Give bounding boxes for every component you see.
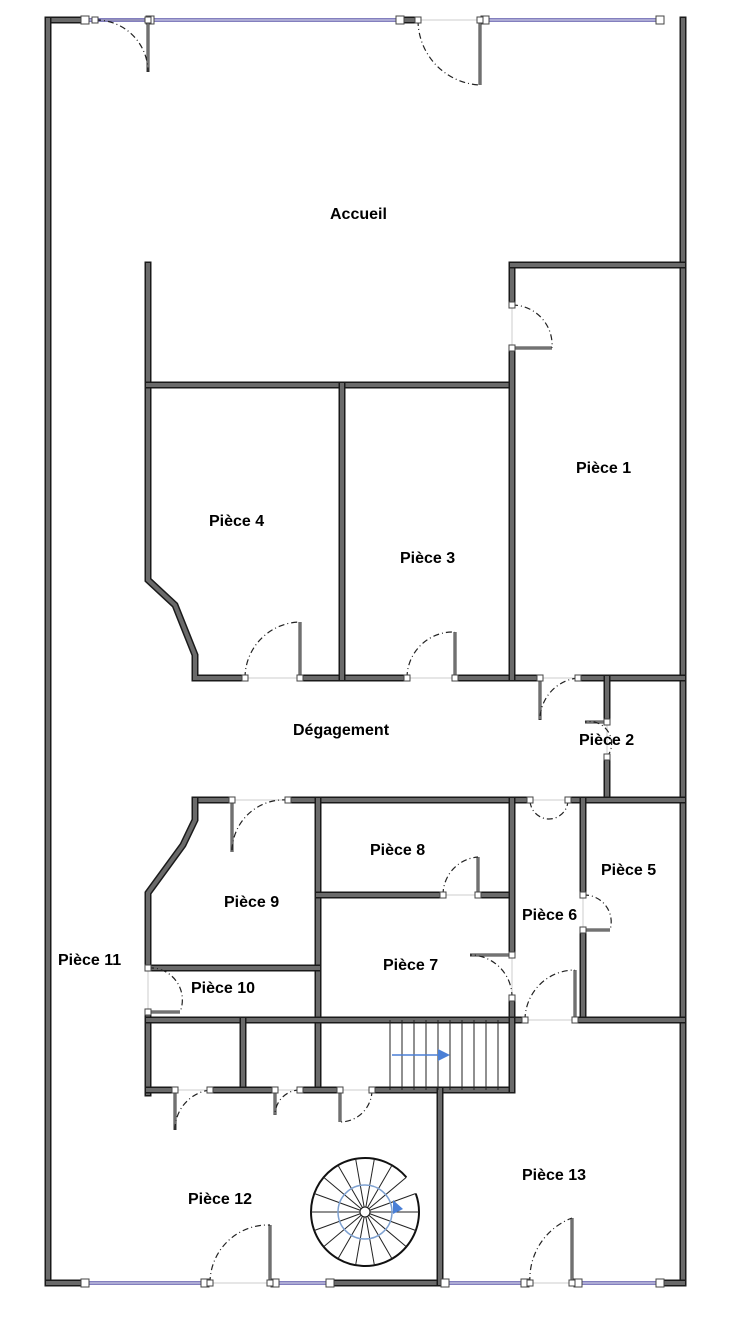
door[interactable] xyxy=(526,796,572,820)
door[interactable] xyxy=(144,964,183,1016)
straight-staircase xyxy=(389,1020,499,1090)
door[interactable] xyxy=(508,301,553,352)
door[interactable] xyxy=(241,621,304,682)
door[interactable] xyxy=(414,16,484,86)
door[interactable] xyxy=(403,631,459,682)
door[interactable] xyxy=(469,951,516,1002)
door[interactable] xyxy=(336,1086,376,1123)
room-label-degagement: Dégagement xyxy=(293,722,390,739)
door[interactable] xyxy=(536,674,582,721)
room-label-piece-3: Pièce 3 xyxy=(400,550,455,567)
door[interactable] xyxy=(439,856,482,899)
room-label-piece-7: Pièce 7 xyxy=(383,957,438,974)
room-label-piece-1: Pièce 1 xyxy=(576,460,631,477)
door[interactable] xyxy=(526,1217,576,1287)
door[interactable] xyxy=(584,718,613,761)
door[interactable] xyxy=(206,1224,274,1287)
door[interactable] xyxy=(521,969,579,1024)
room-label-piece-13: Pièce 13 xyxy=(522,1167,586,1184)
door[interactable] xyxy=(579,891,612,934)
wall xyxy=(144,261,249,682)
room-label-piece-12: Pièce 12 xyxy=(188,1191,252,1208)
walls xyxy=(44,16,687,1287)
room-label-piece-5: Pièce 5 xyxy=(601,862,656,879)
spiral-staircase xyxy=(310,1157,420,1267)
stair-direction-arrow-icon xyxy=(438,1049,450,1061)
room-label-piece-2: Pièce 2 xyxy=(579,732,634,749)
room-label-piece-8: Pièce 8 xyxy=(370,842,425,859)
room-label-piece-11: Pièce 11 xyxy=(58,952,121,969)
room-label-piece-6: Pièce 6 xyxy=(522,907,577,924)
door[interactable] xyxy=(271,1086,304,1116)
room-label-piece-4: Pièce 4 xyxy=(209,513,264,530)
door[interactable] xyxy=(91,16,152,73)
room-label-piece-10: Pièce 10 xyxy=(191,980,255,997)
doors xyxy=(91,16,613,1287)
room-label-accueil: Accueil xyxy=(330,206,387,223)
door[interactable] xyxy=(171,1086,214,1131)
room-label-piece-9: Pièce 9 xyxy=(224,894,279,911)
spiral-direction-arrow-icon xyxy=(393,1200,403,1214)
door[interactable] xyxy=(228,796,292,853)
